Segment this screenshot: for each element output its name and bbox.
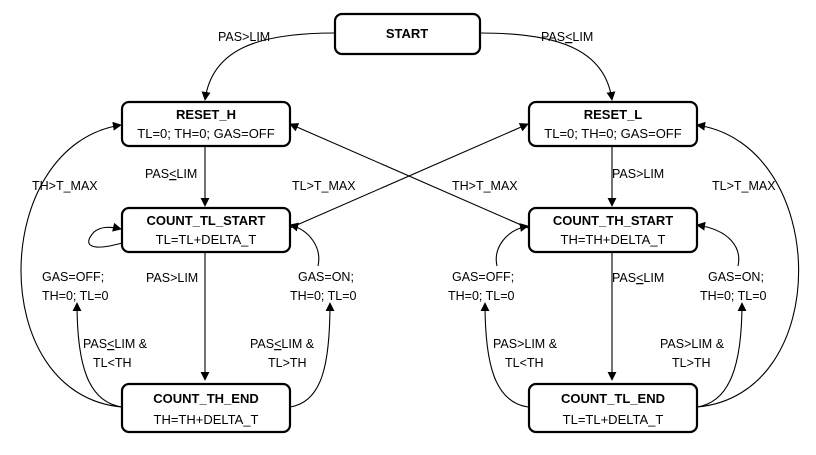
label-left-gas-on-line1: GAS=ON; <box>298 270 354 284</box>
edge-left-loop-tl-lt-th <box>72 302 123 408</box>
state-reset-l-title: RESET_L <box>584 107 643 122</box>
edge-count-th-end-to-reset-h <box>20 121 123 408</box>
label-reset-h-to-count-tl-start: PAS<LIM <box>145 167 197 181</box>
state-count-tl-start-action: TL=TL+DELTA_T <box>156 232 257 247</box>
label-count-tl-start-to-reset-l: TL>T_MAX <box>292 179 356 193</box>
state-reset-h-action: TL=0; TH=0; GAS=OFF <box>137 126 274 141</box>
state-start: START <box>333 12 482 56</box>
label-right-tl-lt-th-line1: PAS>LIM & <box>493 337 558 351</box>
label-left-tl-lt-th-line2: TL<TH <box>93 356 132 370</box>
label-right-gas-off-line2: TH=0; TL=0 <box>448 289 515 303</box>
edge-count-tl-end-to-reset-l <box>696 121 800 408</box>
label-left-tl-gt-th-line1: PAS<LIM & <box>250 337 315 351</box>
state-count-tl-end: COUNT_TL_END TL=TL+DELTA_T <box>527 382 699 434</box>
state-count-th-end-action: TH=TH+DELTA_T <box>154 412 259 427</box>
label-right-tl-gt-th-line2: TL>TH <box>672 356 711 370</box>
label-left-tl-lt-th-line1: PAS<LIM & <box>83 337 148 351</box>
edge-left-loop-tl-gt-th <box>289 302 335 408</box>
state-reset-l-action: TL=0; TH=0; GAS=OFF <box>544 126 681 141</box>
edge-start-to-reset-l <box>479 32 616 101</box>
state-count-th-start-action: TH=TH+DELTA_T <box>561 232 666 247</box>
edge-right-self-loop-gas-off <box>495 223 529 267</box>
label-left-gas-on-line2: TH=0; TL=0 <box>290 289 357 303</box>
state-start-title: START <box>386 26 428 41</box>
edge-right-loop-tl-lt-th <box>480 302 529 408</box>
label-right-tl-gt-th-line1: PAS>LIM & <box>660 337 725 351</box>
edge-right-self-loop-gas-on <box>696 221 740 267</box>
edge-start-to-reset-h <box>201 32 336 101</box>
label-start-to-reset-l: PAS<LIM <box>541 30 593 44</box>
label-right-tl-lt-th-line2: TL<TH <box>505 356 544 370</box>
label-right-gas-on-line2: TH=0; TL=0 <box>700 289 767 303</box>
state-count-tl-end-title: COUNT_TL_END <box>561 391 665 406</box>
label-left-gas-off-line2: TH=0; TL=0 <box>42 289 109 303</box>
edge-left-self-loop-gas-on <box>289 222 320 267</box>
label-left-gas-off-line1: GAS=OFF; <box>42 270 104 284</box>
label-count-th-start-to-count-tl-end: PAS<LIM <box>612 271 664 285</box>
label-right-gas-off-line1: GAS=OFF; <box>452 270 514 284</box>
state-count-th-start-title: COUNT_TH_START <box>553 213 673 228</box>
state-count-tl-start-title: COUNT_TL_START <box>147 213 266 228</box>
label-count-th-start-to-reset-h: TH>T_MAX <box>452 179 518 193</box>
label-start-to-reset-h: PAS>LIM <box>218 30 270 44</box>
state-reset-h-title: RESET_H <box>176 107 236 122</box>
edge-count-th-start-to-reset-h <box>289 123 529 229</box>
edge-left-self-loop-gas-off <box>88 222 123 248</box>
edge-right-loop-tl-gt-th <box>696 302 747 408</box>
state-count-th-end-title: COUNT_TH_END <box>153 391 258 406</box>
state-reset-h: RESET_H TL=0; TH=0; GAS=OFF <box>120 100 292 148</box>
label-reset-l-to-count-th-start: PAS>LIM <box>612 167 664 181</box>
state-count-tl-end-action: TL=TL+DELTA_T <box>563 412 664 427</box>
label-count-th-end-to-reset-h: TH>T_MAX <box>32 179 98 193</box>
label-count-tl-start-to-count-th-end: PAS>LIM <box>146 271 198 285</box>
state-count-th-end: COUNT_TH_END TH=TH+DELTA_T <box>120 382 292 434</box>
state-reset-l: RESET_L TL=0; TH=0; GAS=OFF <box>527 100 699 148</box>
label-right-gas-on-line1: GAS=ON; <box>708 270 764 284</box>
state-count-th-start: COUNT_TH_START TH=TH+DELTA_T <box>527 206 699 254</box>
label-count-tl-end-to-reset-l: TL>T_MAX <box>712 179 776 193</box>
state-count-tl-start: COUNT_TL_START TL=TL+DELTA_T <box>120 206 292 254</box>
label-left-tl-gt-th-line2: TL>TH <box>268 356 307 370</box>
